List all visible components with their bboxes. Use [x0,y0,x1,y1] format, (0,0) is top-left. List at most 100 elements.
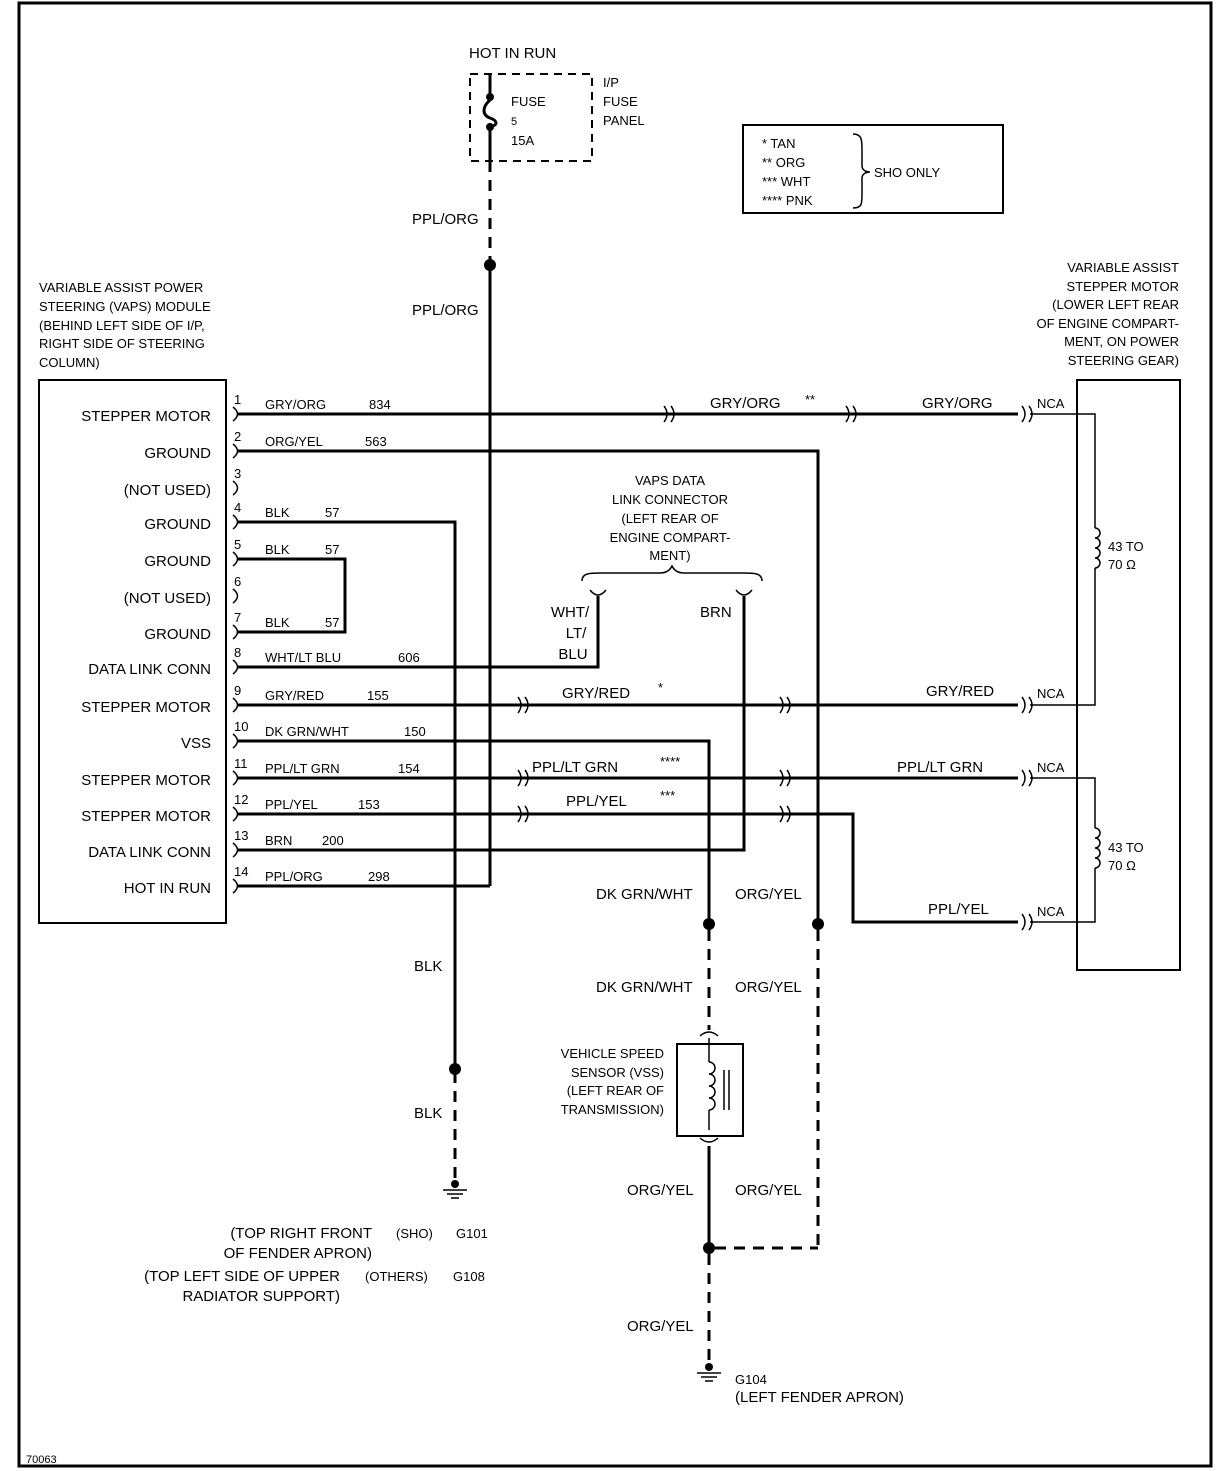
inline-connector [1021,769,1033,787]
pin-number: 9 [234,683,241,698]
pin-terminal [232,770,239,786]
pin-circuit-number: 57 [325,615,339,630]
pin-number: 2 [234,429,241,444]
pin-terminal [232,806,239,822]
dk-grn-wht-label-2: DK GRN/WHT [596,979,693,996]
panel-label-2: FUSE [603,94,638,109]
pin-wire-color: BLK [265,505,290,520]
figure-id: 70063 [26,1454,57,1466]
dk-grn-wht-label-1: DK GRN/WHT [596,886,693,903]
fuse-rating: 15A [511,133,534,148]
ppl-yel-right-label: PPL/YEL [928,901,989,918]
ppl-lt-grn-mid-mark: **** [660,754,680,769]
dlc-title-4: ENGINE COMPART- [610,530,731,545]
pin-number: 3 [234,466,241,481]
gry-org-mid-mark: ** [805,392,815,407]
inline-connectors [517,405,1033,931]
inline-connector [517,769,529,787]
blk-label-1: BLK [414,958,442,975]
vaps-module-box [38,379,227,924]
dlc-left-wire-3: BLU [558,646,587,663]
ppl-yel-mid-mark: *** [660,788,675,803]
pin-circuit-number: 155 [367,688,389,703]
g104-location: (LEFT FENDER APRON) [735,1389,904,1406]
org-yel-label-4: ORG/YEL [735,1182,802,1199]
dlc-title-1: VAPS DATA [635,473,705,488]
pin-wire-color: PPL/LT GRN [265,761,340,776]
inline-connector [779,769,791,787]
dlc-title-3: (LEFT REAR OF [621,511,718,526]
pin-terminal [232,406,239,422]
org-yel-label-2: ORG/YEL [735,979,802,996]
pin-name: STEPPER MOTOR [81,699,211,716]
motor-title-3: (LOWER LEFT REAR [1052,297,1179,312]
g101-location-2: OF FENDER APRON) [224,1245,372,1262]
org-yel-label-5: ORG/YEL [627,1318,694,1335]
g108-id: G108 [453,1269,485,1284]
inline-connector [1021,696,1033,714]
inline-connector [845,405,857,423]
pin-number: 5 [234,537,241,552]
vss-splice-orgyel [812,918,824,930]
stepper-motor-box [1076,379,1181,971]
pin-name: GROUND [144,516,211,533]
coil-2-resistance-1: 43 TO [1108,840,1144,855]
gry-org-mid-label: GRY/ORG [710,395,781,412]
org-yel-label-3: ORG/YEL [627,1182,694,1199]
wire-pin10-dk-grn-wht [237,739,711,922]
module-title-5: COLUMN) [39,355,100,370]
blk-splice [449,1063,461,1075]
dlc-pin-right [735,589,753,600]
inline-connector [517,805,529,823]
vss-title-2: SENSOR (VSS) [571,1065,664,1080]
pin-number: 1 [234,392,241,407]
org-yel-label-1: ORG/YEL [735,886,802,903]
ppl-lt-grn-right-label: PPL/LT GRN [897,759,983,776]
ppl-lt-grn-mid-label: PPL/LT GRN [532,759,618,776]
motor-coil-1-wiring [1030,413,1101,706]
vss-sensor-coil [699,1031,730,1143]
diagram-frame [17,1,1213,1468]
pin-number: 6 [234,574,241,589]
pin-number: 14 [234,864,248,879]
motor-title-2: STEPPER MOTOR [1067,279,1179,294]
legend-brace [852,133,871,209]
pin-circuit-number: 298 [368,869,390,884]
dlc-pin-left [589,589,607,600]
pin-terminal [232,443,239,459]
pin-circuit-number: 563 [365,434,387,449]
module-title-2: STEERING (VAPS) MODULE [39,299,211,314]
vss-title-4: TRANSMISSION) [561,1102,664,1117]
pin-wire-color: BRN [265,833,292,848]
module-pin-3: (NOT USED) 3 [124,466,241,499]
fuse-panel-box [469,73,593,162]
legend-item-wht: *** WHT [762,174,810,189]
pin-name: (NOT USED) [124,482,211,499]
pin-terminal [232,624,239,640]
pin-circuit-number: 200 [322,833,344,848]
g104-splice [703,1242,715,1254]
pin-circuit-number: 57 [325,505,339,520]
gry-org-right-label: GRY/ORG [922,395,993,412]
legend-item-pnk: **** PNK [762,193,813,208]
module-title-3: (BEHIND LEFT SIDE OF I/P, [39,318,205,333]
pin-circuit-number: 57 [325,542,339,557]
legend-note: SHO ONLY [874,165,941,180]
coil-1-resistance-2: 70 Ω [1108,557,1136,572]
pin-wire-color: PPL/ORG [265,869,323,884]
pin-name: STEPPER MOTOR [81,772,211,789]
ppl-yel-mid-label: PPL/YEL [566,793,627,810]
g108-variant: (OTHERS) [365,1269,428,1284]
motor-coil-2-wiring [1030,777,1101,923]
nca-terminal-2: NCA [1037,686,1065,701]
g108-location-1: (TOP LEFT SIDE OF UPPER [144,1268,340,1285]
inline-connector [779,696,791,714]
motor-title-1: VARIABLE ASSIST [1067,260,1179,275]
